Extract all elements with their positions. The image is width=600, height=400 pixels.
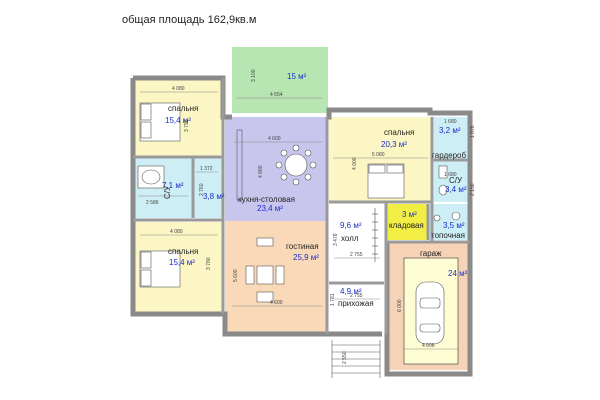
bed-1: [139, 102, 181, 142]
bath1-name: С/У: [163, 185, 172, 199]
dim-bed2-w: 4 080: [170, 229, 183, 235]
dim-bath2-w: 1 680: [444, 172, 457, 178]
bathtub: [137, 165, 165, 189]
interior-walls: [133, 78, 470, 334]
porch-steps: [331, 340, 381, 378]
pantry: [387, 204, 427, 240]
bath1-area: 7,1 м²: [162, 181, 184, 190]
dim-terrace-w: 4 654: [270, 92, 283, 98]
terrace-area-label: 15 м²: [287, 72, 307, 81]
entry-hall: [329, 283, 382, 334]
dim-bed3-w: 5 080: [372, 152, 385, 158]
entry-name: прихожая: [338, 299, 374, 308]
wardrobe-area: 3,2 м²: [439, 126, 461, 135]
dim-bed2-h: 3 780: [206, 257, 212, 270]
bedroom2-name: спальня: [168, 247, 198, 256]
living-name: гостиная: [286, 242, 319, 251]
kitchen-name: кухня-столовая: [238, 195, 295, 204]
garage-name: гараж: [420, 249, 442, 258]
dim-garage-h: 6 000: [397, 299, 403, 312]
bath2-name: С/У: [449, 176, 463, 185]
bedroom2-area: 15,4 м²: [169, 258, 195, 267]
sofa-set: [245, 237, 285, 303]
dim-garage-w: 4 006: [422, 343, 435, 349]
bath2-area: 3,4 м²: [445, 185, 467, 194]
boiler-room: [429, 204, 468, 240]
kitchen-area: 23,4 м²: [257, 204, 283, 213]
pantry-area: 3 м²: [402, 210, 417, 219]
wardrobe-name: гардероб: [432, 151, 466, 160]
wardrobe: [434, 117, 468, 159]
car: [415, 281, 445, 345]
kitchen-counter: [236, 129, 243, 201]
dim-kitchen-h: 4 880: [258, 165, 264, 178]
dim-bath2-h: 2 150: [470, 183, 476, 196]
dim-hall-h: 3 478: [333, 233, 339, 246]
bed-2: [139, 250, 181, 288]
boiler-name: топочная: [431, 231, 465, 240]
hall-area: 9,6 м²: [340, 221, 362, 230]
living-area: 25,9 м²: [293, 253, 319, 262]
dim-bed3-h: 4 000: [352, 157, 358, 170]
dim-ward-w: 1 680: [444, 119, 457, 125]
dim-small1-h: 2 760: [199, 183, 205, 196]
bedroom1-area: 15,4 м²: [165, 116, 191, 125]
small-room: [193, 158, 223, 218]
bedroom3-name: спальня: [384, 128, 414, 137]
hall-shelves: [372, 208, 378, 262]
plan-title: общая площадь 162,9кв.м: [122, 14, 256, 26]
garage-area: 24 м²: [448, 269, 468, 278]
bedroom1-name: спальня: [168, 104, 198, 113]
entry-area: 4,9 м²: [340, 287, 362, 296]
bedroom3-area: 20,3 м²: [381, 140, 407, 149]
boiler-area: 3,5 м²: [443, 221, 465, 230]
bed-3: [367, 163, 405, 199]
small1-area: 3,8 м²: [203, 192, 225, 201]
dim-living-w: 4 600: [270, 300, 283, 306]
dimension-lines: [138, 91, 458, 350]
dim-terrace-h: 3 100: [251, 69, 257, 82]
dining-table: [275, 144, 317, 186]
dim-entry-w: 2 755: [350, 293, 363, 299]
dim-living-h: 5 600: [233, 269, 239, 282]
terrace-area: [232, 47, 328, 113]
dim-entry-h: 1 781: [330, 293, 336, 306]
dim-small1-w: 1 372: [200, 166, 213, 172]
pantry-name: кладовая: [389, 221, 424, 230]
dim-ward-h: 1 876: [470, 125, 476, 138]
dim-bed1-h: 3 792: [184, 119, 190, 132]
bath2-fixtures: [433, 165, 461, 222]
hall-name: холл: [341, 234, 359, 243]
dim-porch-h: 2 550: [342, 351, 348, 364]
dim-kitchen-w: 4 600: [268, 136, 281, 142]
dim-bath1-w: 2 586: [146, 200, 159, 206]
dim-bed1-w: 4 080: [172, 86, 185, 92]
dim-hall-w: 2 755: [350, 252, 363, 258]
